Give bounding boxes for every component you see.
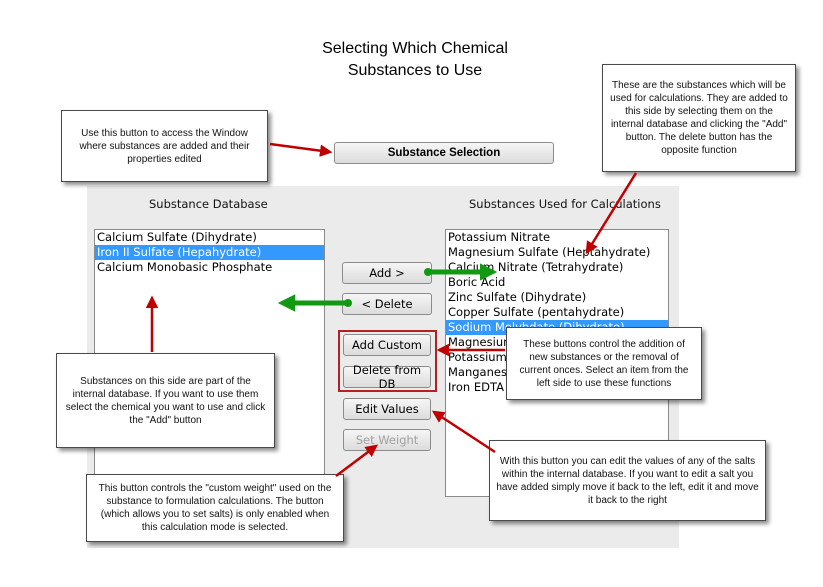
add-custom-button[interactable]: Add Custom xyxy=(343,334,431,356)
title-line-2: Substances to Use xyxy=(347,62,483,79)
callout-left-side: Substances on this side are part of the … xyxy=(56,353,275,448)
callout-custom-buttons: These buttons control the addition of ne… xyxy=(506,327,702,400)
list-item[interactable]: Zinc Sulfate (Dihydrate) xyxy=(448,290,587,304)
custom-buttons-highlight xyxy=(338,330,437,392)
add-button[interactable]: Add > xyxy=(342,262,432,284)
list-item[interactable]: Manganese xyxy=(448,365,515,379)
page-title: Selecting Which Chemical Substances to U… xyxy=(250,38,580,82)
list-item[interactable]: Boric Acid xyxy=(448,275,506,289)
callout-right-side: These are the substances which will be u… xyxy=(602,64,796,172)
list-item[interactable]: Copper Sulfate (pentahydrate) xyxy=(448,305,625,319)
edit-values-button[interactable]: Edit Values xyxy=(343,398,431,420)
callout-substance-selection: Use this button to access the Window whe… xyxy=(61,110,268,182)
delete-from-db-button[interactable]: Delete from DB xyxy=(343,363,431,391)
list-item[interactable]: Potassium Nitrate xyxy=(448,230,551,244)
substance-selection-button[interactable]: Substance Selection xyxy=(334,142,554,164)
callout-edit-values: With this button you can edit the values… xyxy=(489,440,766,521)
list-item[interactable]: Magnesium Sulfate (Heptahydrate) xyxy=(448,245,651,259)
list-item[interactable]: Iron EDTA xyxy=(448,380,504,394)
list-item-selected[interactable]: Iron II Sulfate (Hepahydrate) xyxy=(95,245,324,260)
title-line-1: Selecting Which Chemical xyxy=(322,40,508,57)
delete-button[interactable]: < Delete xyxy=(342,293,432,315)
list-item[interactable]: Magnesium xyxy=(448,335,515,349)
list-item[interactable]: Calcium Sulfate (Dihydrate) xyxy=(97,230,257,244)
callout-set-weight: This button controls the "custom weight"… xyxy=(86,474,344,542)
substances-used-label: Substances Used for Calculations xyxy=(469,197,661,211)
substance-database-label: Substance Database xyxy=(149,197,268,211)
list-item[interactable]: Calcium Nitrate (Tetrahydrate) xyxy=(448,260,624,274)
list-item[interactable]: Calcium Monobasic Phosphate xyxy=(97,260,273,274)
arrow-to-substance-selection xyxy=(269,142,333,157)
list-item[interactable]: Potassium xyxy=(448,350,507,364)
set-weight-button: Set Weight xyxy=(343,429,431,451)
